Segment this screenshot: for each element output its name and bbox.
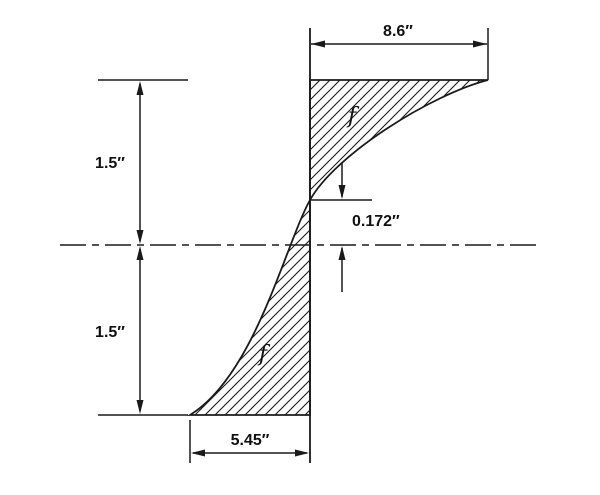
- arrow-up-icon: [136, 246, 144, 260]
- arrow-right-icon: [473, 40, 487, 48]
- dim-offset-label: 0.172″: [352, 213, 400, 230]
- lower-stress-region: [186, 196, 311, 416]
- arrow-up-icon: [338, 246, 346, 260]
- dim-upper-height-label: 1.5″: [95, 155, 125, 172]
- dim-bottom-width-label: 5.45″: [231, 432, 270, 449]
- arrow-down-icon: [338, 185, 346, 199]
- arrow-down-icon: [136, 400, 144, 414]
- arrow-left-icon: [191, 449, 205, 457]
- arrow-right-icon: [295, 449, 309, 457]
- arrow-left-icon: [311, 40, 325, 48]
- arrow-up-icon: [136, 81, 144, 95]
- dim-lower-height-label: 1.5″: [95, 324, 125, 341]
- dim-top-width-label: 8.6″: [383, 23, 413, 40]
- arrow-down-icon: [136, 230, 144, 244]
- upper-stress-region: [309, 79, 489, 204]
